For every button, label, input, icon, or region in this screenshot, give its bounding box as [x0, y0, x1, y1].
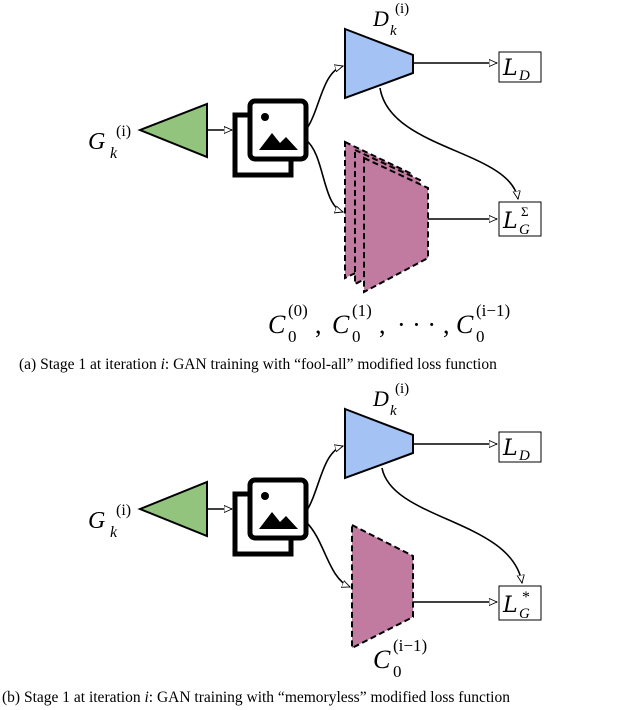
discriminator-label-a: Dk(i): [372, 1, 409, 39]
svg-text:LD: LD: [502, 56, 530, 84]
svg-text:LGΣ: LGΣ: [502, 204, 530, 238]
generator-block-a: [137, 102, 208, 159]
loss-d-box-a: LD: [498, 51, 542, 84]
loss-g-box-b: LG*: [498, 585, 542, 622]
arrow-disc-to-lossg-a: [379, 87, 518, 199]
discriminator-block-a: [344, 27, 414, 100]
generator-block-b: [137, 480, 208, 538]
arrow-img-to-disc-b: [305, 446, 343, 513]
svg-text:LD: LD: [502, 436, 530, 464]
caption-b: (b) Stage 1 at iteration i: GAN training…: [2, 689, 510, 706]
discriminator-label-b: Dk(i): [372, 381, 409, 419]
arrow-img-to-cls-a: [305, 139, 343, 212]
svg-text:LG*: LG*: [502, 589, 530, 622]
classifier-block-a-2: [363, 156, 429, 294]
discriminator-block-b: [344, 407, 414, 480]
arrow-img-to-disc-a: [305, 66, 343, 131]
classifier-stack-a: [344, 140, 429, 294]
arrow-disc-to-lossg-b: [381, 467, 522, 583]
image-stack-icon: [232, 477, 309, 557]
loss-d-box-b: LD: [498, 431, 542, 464]
loss-g-box-a: LGΣ: [498, 201, 542, 238]
caption-a: (a) Stage 1 at iteration i: GAN training…: [19, 356, 497, 373]
classifier-block-b: [351, 523, 414, 650]
image-stack-icon: [232, 98, 309, 178]
arrow-img-to-cls-b: [305, 521, 350, 588]
